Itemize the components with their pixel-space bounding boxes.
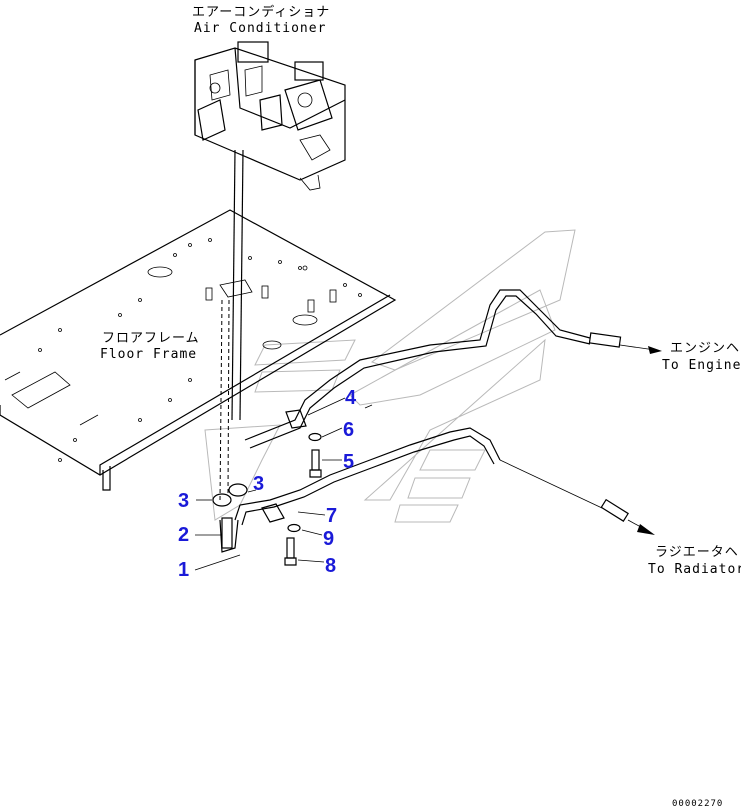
hose-drawing <box>212 149 629 566</box>
drawing-code: 00002270 <box>672 799 723 809</box>
air-conditioner-label-en: Air Conditioner <box>194 21 326 36</box>
callout-3-right: 3 <box>253 473 264 495</box>
air-conditioner-drawing <box>194 41 346 191</box>
radiator-label-jp: ラジエータヘ <box>655 545 739 560</box>
engine-label-jp: エンジンヘ <box>670 341 740 356</box>
radiator-label-en: To Radiator <box>648 562 741 577</box>
engine-label-en: To Engine <box>662 358 741 373</box>
callout-4: 4 <box>345 387 357 409</box>
callout-5: 5 <box>343 451 354 473</box>
floor-frame-label-jp: フロアフレーム <box>102 331 200 346</box>
callout-6: 6 <box>343 419 354 441</box>
callout-9: 9 <box>323 528 334 550</box>
air-conditioner-label-jp: エアーコンディショナ <box>192 4 330 20</box>
callout-7: 7 <box>326 505 337 527</box>
leader-lines <box>194 397 373 571</box>
callout-8: 8 <box>325 555 336 577</box>
direction-arrows <box>499 344 662 535</box>
floor-frame-label-en: Floor Frame <box>100 347 197 362</box>
floor-frame-drawing <box>0 209 397 491</box>
callout-1: 1 <box>178 559 189 581</box>
callout-3-left: 3 <box>178 490 189 512</box>
callout-2: 2 <box>178 524 189 546</box>
